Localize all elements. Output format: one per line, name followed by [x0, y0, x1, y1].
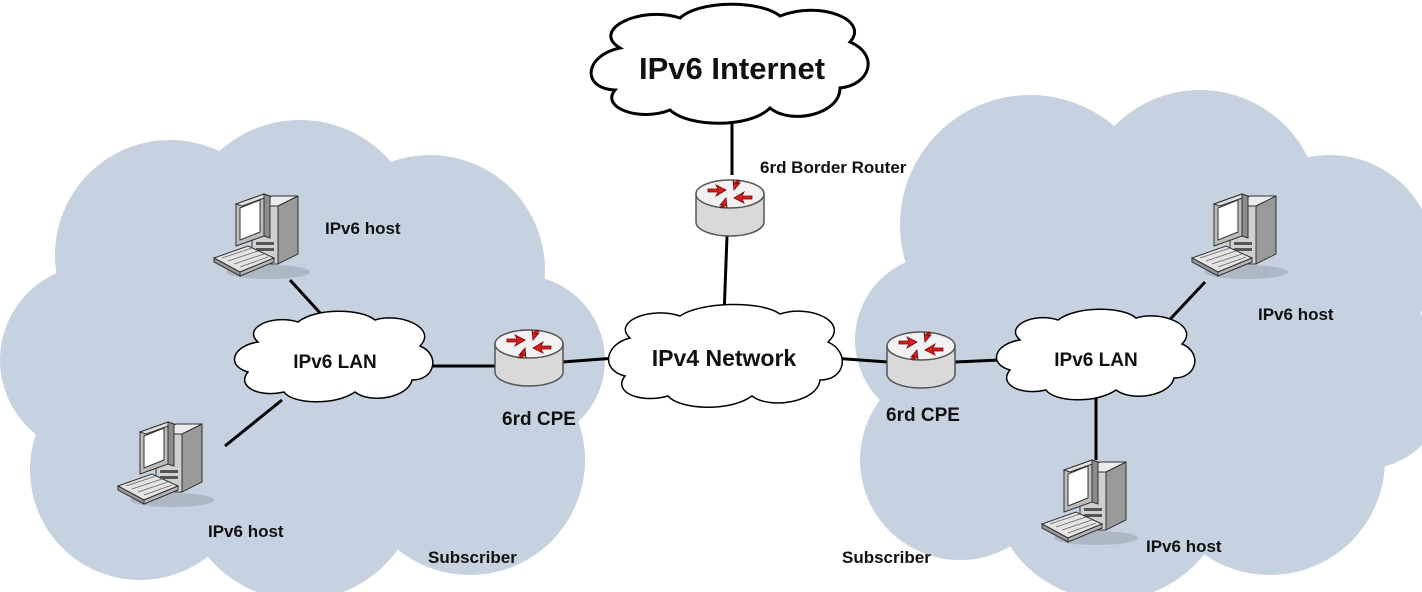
right-host-top-label: IPv6 host: [1258, 305, 1334, 324]
link-left-cpe-ipv4: [561, 356, 617, 364]
right-cpe-label: 6rd CPE: [886, 405, 960, 426]
ipv4-network-cloud: IPv4 Network: [607, 303, 844, 408]
link-border-router-ipv4: [722, 235, 729, 317]
left-host-top-label: IPv6 host: [325, 219, 401, 238]
border-router: [695, 179, 765, 237]
link-left-host-bottom-lan: [224, 398, 283, 448]
left-cpe-router: [494, 329, 564, 387]
left-ipv6-lan-cloud: IPv6 LAN: [233, 310, 434, 403]
right-host-bottom-label: IPv6 host: [1146, 537, 1222, 556]
border-router-label: 6rd Border Router: [760, 158, 907, 177]
cloud-icon: [995, 308, 1196, 401]
cloud-icon: [589, 2, 870, 125]
cloud-icon: [233, 310, 434, 403]
ipv6-internet-cloud: IPv6 Internet: [589, 2, 870, 125]
left-subscriber-label: Subscriber: [428, 548, 517, 567]
ipv4-network-label: IPv4 Network: [652, 345, 797, 371]
router-icon: [494, 329, 564, 387]
router-icon: [695, 179, 765, 237]
left-ipv6-lan-label: IPv6 LAN: [293, 352, 376, 373]
right-cpe-router: [886, 331, 956, 389]
ipv6-internet-label: IPv6 Internet: [639, 51, 825, 86]
link-right-cpe-lan: [954, 358, 1001, 364]
right-ipv6-lan-cloud: IPv6 LAN: [995, 308, 1196, 401]
router-icon: [886, 331, 956, 389]
cloud-icon: [607, 303, 844, 408]
right-ipv6-lan-label: IPv6 LAN: [1054, 350, 1137, 371]
left-host-bottom-label: IPv6 host: [208, 522, 284, 541]
left-cpe-label: 6rd CPE: [502, 409, 576, 430]
right-subscriber-label: Subscriber: [842, 548, 931, 567]
